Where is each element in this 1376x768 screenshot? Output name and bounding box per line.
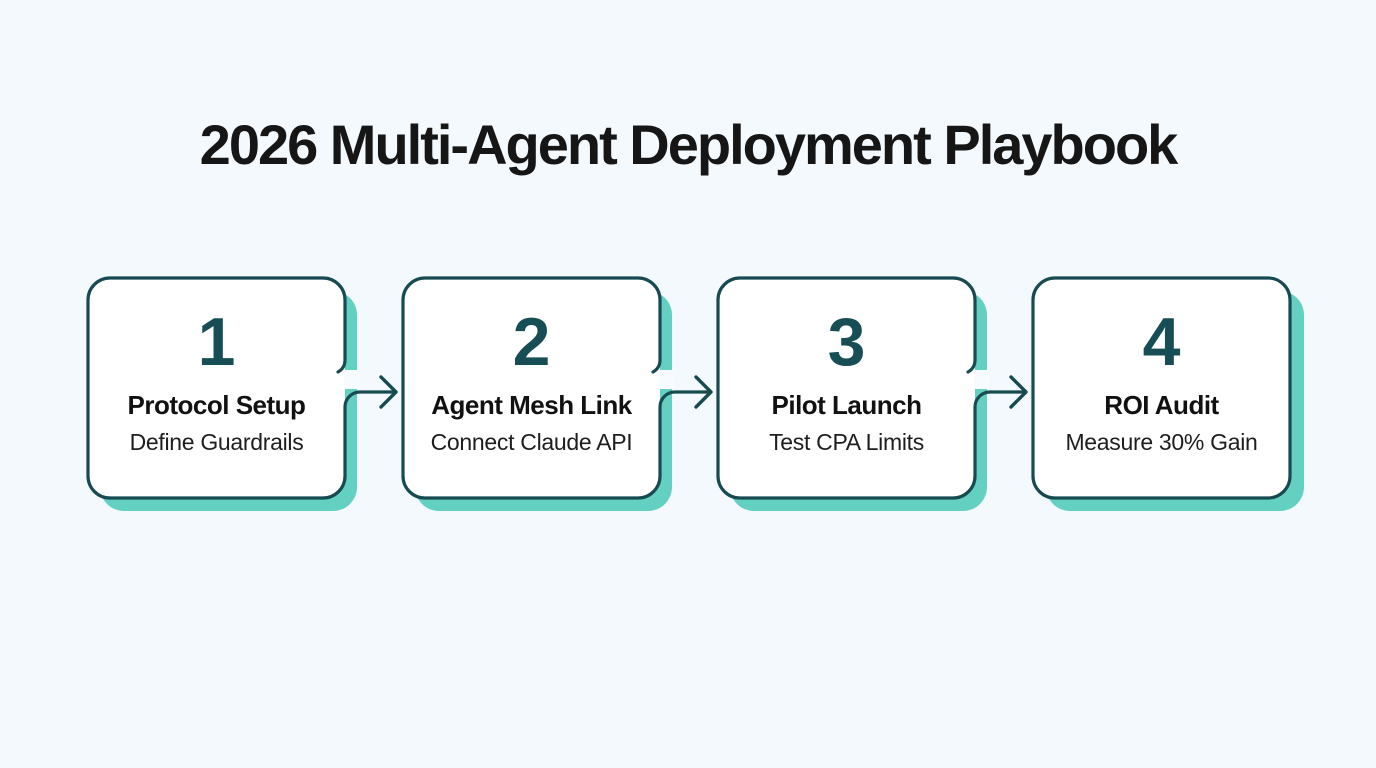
step-subtitle: Connect Claude API <box>430 429 633 455</box>
step-card-shape <box>1031 276 1304 511</box>
card-border-with-arrow <box>86 276 396 500</box>
step-card-protocol-setup: 1 Protocol Setup Define Guardrails <box>86 276 398 511</box>
border-gap <box>659 370 675 389</box>
step-title: ROI Audit <box>1104 390 1219 420</box>
card-border-with-arrow <box>716 276 1026 500</box>
step-subtitle: Measure 30% Gain <box>1065 429 1258 455</box>
step-number: 4 <box>1142 304 1181 380</box>
card-border-with-arrow <box>401 276 711 500</box>
step-card-shape <box>716 276 1028 511</box>
step-title: Agent Mesh Link <box>431 390 632 420</box>
step-card-shape <box>86 276 398 511</box>
card-background <box>718 278 975 498</box>
border-gap <box>344 370 360 389</box>
card-border <box>1031 276 1292 500</box>
card-background <box>403 278 660 498</box>
step-subtitle: Define Guardrails <box>129 429 304 455</box>
step-number: 1 <box>197 304 236 380</box>
step-card-shape <box>401 276 713 511</box>
arrow-right-icon <box>1009 375 1028 409</box>
step-number: 3 <box>827 304 866 380</box>
step-card-roi-audit: 4 ROI Audit Measure 30% Gain <box>1031 276 1304 511</box>
card-background <box>88 278 345 498</box>
step-title: Protocol Setup <box>127 390 306 420</box>
arrow-right-icon <box>379 375 398 409</box>
step-card-agent-mesh-link: 2 Agent Mesh Link Connect Claude API <box>401 276 713 511</box>
step-number: 2 <box>512 304 551 380</box>
step-title: Pilot Launch <box>771 390 923 420</box>
arrow-right-icon <box>694 375 713 409</box>
card-background <box>1033 278 1290 498</box>
step-card-pilot-launch: 3 Pilot Launch Test CPA Limits <box>716 276 1028 511</box>
border-gap <box>974 370 990 389</box>
page-title: 2026 Multi-Agent Deployment Playbook <box>199 113 1179 176</box>
step-subtitle: Test CPA Limits <box>769 429 924 455</box>
